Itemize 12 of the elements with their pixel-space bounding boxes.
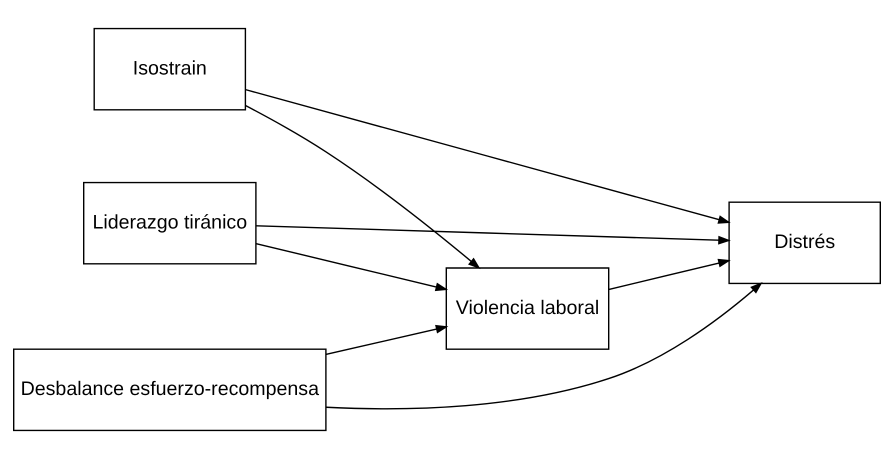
- arrow: [245, 104, 481, 270]
- arrow: [326, 282, 763, 410]
- arrow: [326, 324, 448, 355]
- node-box: Desbalance esfuerzo-recompensa: [13, 348, 327, 432]
- node-box: Isostrain: [94, 28, 246, 110]
- node-box: Distrés: [728, 202, 881, 284]
- node-box: Liderazgo tiránico: [83, 182, 257, 264]
- arrow: [245, 88, 731, 224]
- arrow: [608, 258, 731, 290]
- node-box: Violencia laboral: [446, 267, 610, 350]
- arrow: [256, 242, 448, 292]
- arrow: [256, 225, 731, 245]
